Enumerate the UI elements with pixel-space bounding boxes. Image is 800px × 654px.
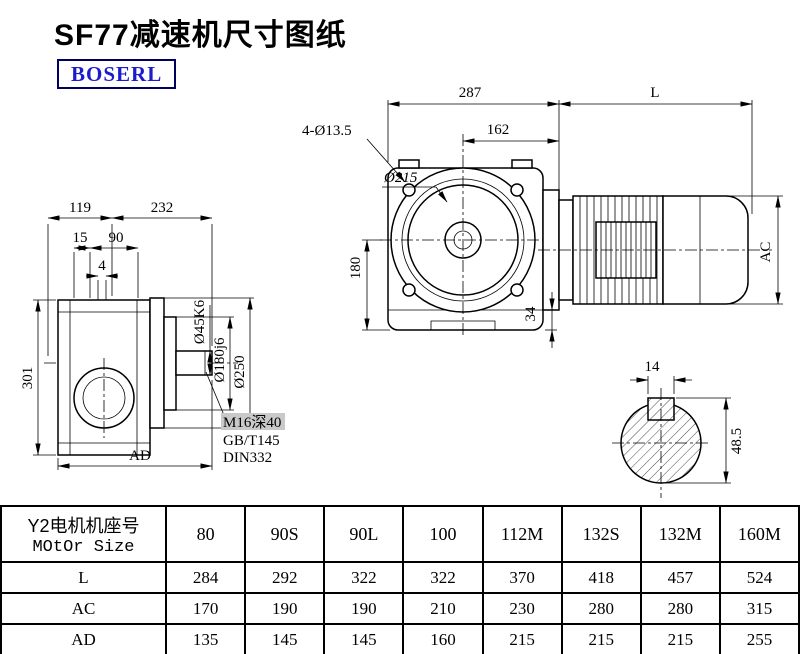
standard-gb-label: GB/T145 — [223, 433, 280, 449]
dim-162-label: 162 — [487, 122, 510, 138]
cell-AD-7: 215 — [639, 623, 721, 654]
frame-size-col-7: 132M — [639, 505, 721, 563]
dim-232-label: 232 — [151, 200, 174, 216]
input-shaft — [175, 350, 213, 376]
dim-215-label: Ø215 — [383, 170, 418, 186]
cell-L-1: 284 — [164, 561, 247, 594]
bolt-hole — [510, 283, 524, 297]
cell-AC-2: 190 — [244, 592, 326, 625]
row-L-label: L — [0, 561, 167, 594]
shaft-key-section: 14 48.5 — [612, 359, 745, 498]
cell-AD-5: 215 — [481, 623, 563, 654]
dim-spigot-dia-label: Ø180j6 — [212, 337, 228, 383]
motor-size-table: Y2电机机座号 MOtOr Size 80 90S 90L 100 112M 1… — [0, 505, 800, 654]
side-view: 119 232 15 90 4 301 AD — [20, 200, 285, 470]
tap-label-highlight — [221, 413, 285, 430]
table-row-AC: AC 170 190 190 210 230 280 280 315 — [0, 592, 800, 625]
cell-L-5: 370 — [481, 561, 563, 594]
dim-L-label: L — [650, 85, 659, 101]
frame-size-col-6: 132S — [560, 505, 642, 563]
dim-301-label: 301 — [20, 367, 36, 390]
dim-180-label: 180 — [348, 257, 364, 280]
cell-AD-3: 145 — [323, 623, 405, 654]
cell-AC-1: 170 — [164, 592, 247, 625]
technical-drawing: 119 232 15 90 4 301 AD — [20, 85, 783, 498]
dim-48-5-label: 48.5 — [729, 428, 745, 454]
row-AC-label: AC — [0, 592, 167, 625]
dim-AD-label: AD — [129, 448, 151, 464]
front-view: 287 L 162 4-Ø13.5 Ø215 180 — [302, 85, 783, 348]
dim-287-label: 287 — [459, 85, 482, 101]
cell-AC-4: 210 — [402, 592, 484, 625]
header-motor-frame: Y2电机机座号 MOtOr Size — [0, 505, 167, 563]
table-row-L: L 284 292 322 322 370 418 457 524 — [0, 561, 800, 594]
cell-AD-2: 145 — [244, 623, 326, 654]
cell-AC-5: 230 — [481, 592, 563, 625]
frame-size-col-2: 90S — [244, 505, 326, 563]
dim-15-label: 15 — [73, 230, 88, 246]
cell-AD-4: 160 — [402, 623, 484, 654]
dim-14-label: 14 — [645, 359, 661, 375]
bolt-holes-label: 4-Ø13.5 — [302, 123, 352, 139]
dim-90-label: 90 — [109, 230, 124, 246]
dim-4-label: 4 — [98, 258, 106, 274]
table-header-row: Y2电机机座号 MOtOr Size 80 90S 90L 100 112M 1… — [0, 505, 800, 563]
flange-spigot — [163, 316, 177, 411]
header-motor-frame-cn: Y2电机机座号 — [27, 515, 140, 536]
bolt-hole — [510, 183, 524, 197]
dim-119-label: 119 — [69, 200, 91, 216]
dim-flange-dia-label: Ø250 — [232, 355, 248, 388]
brand-text: BOSERL — [71, 62, 163, 86]
bolt-hole — [402, 283, 416, 297]
cell-L-2: 292 — [244, 561, 326, 594]
page-title: SF77减速机尺寸图纸 — [54, 19, 347, 52]
frame-size-col-1: 80 — [164, 505, 247, 563]
dim-34-label: 34 — [523, 306, 539, 322]
table-row-AD: AD 135 145 145 160 215 215 215 255 — [0, 623, 800, 654]
cell-AC-7: 280 — [639, 592, 721, 625]
brand-logo-box: BOSERL — [57, 59, 177, 89]
cell-L-7: 457 — [639, 561, 721, 594]
dim-AC-label: AC — [758, 242, 774, 263]
header-motor-frame-en: MOtOr Size — [32, 537, 135, 557]
frame-size-col-8: 160M — [718, 505, 800, 563]
cell-L-3: 322 — [323, 561, 405, 594]
mounting-flange — [149, 297, 165, 429]
cell-AD-6: 215 — [560, 623, 642, 654]
cell-AC-3: 190 — [323, 592, 405, 625]
cell-AC-8: 315 — [718, 592, 800, 625]
cell-AD-8: 255 — [718, 623, 800, 654]
frame-size-col-5: 112M — [481, 505, 563, 563]
row-AD-label: AD — [0, 623, 167, 654]
frame-size-col-4: 100 — [402, 505, 484, 563]
cell-L-8: 524 — [718, 561, 800, 594]
dim-shaft-dia-label: Ø45K6 — [192, 299, 208, 344]
cell-L-4: 322 — [402, 561, 484, 594]
tap-label: M16深40 — [223, 414, 281, 431]
motor-end-cap — [662, 195, 749, 305]
frame-size-col-3: 90L — [323, 505, 405, 563]
cell-AD-1: 135 — [164, 623, 247, 654]
cell-L-6: 418 — [560, 561, 642, 594]
standard-din-label: DIN332 — [223, 450, 272, 466]
cell-AC-6: 280 — [560, 592, 642, 625]
